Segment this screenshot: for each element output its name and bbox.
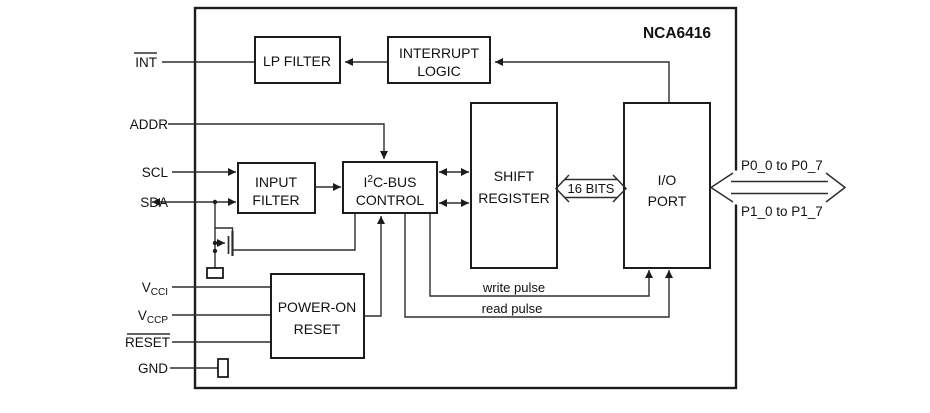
read-pulse-label: read pulse xyxy=(482,301,543,316)
port-bus-arrow xyxy=(709,170,847,205)
mosfet-termination-resistor xyxy=(206,267,224,279)
port-chevron-right xyxy=(825,172,847,203)
wire-read-pulse xyxy=(404,213,673,318)
i2c-bus-control-label-2: CONTROL xyxy=(356,192,425,208)
pin-labels: INT ADDR SCL SDA VCCI VCCP RESET GND xyxy=(125,52,170,376)
pin-label-addr: ADDR xyxy=(130,117,169,132)
port-label-p0: P0_0 to P0_7 xyxy=(741,158,823,173)
io-port-label-1: I/O xyxy=(658,172,677,188)
shift-register-label-1: SHIFT xyxy=(494,168,535,184)
input-filter-label-2: FILTER xyxy=(252,192,299,208)
lp-filter-label: LP FILTER xyxy=(263,53,331,69)
pin-label-gnd: GND xyxy=(138,361,168,376)
shift-register-box xyxy=(470,102,558,269)
pin-label-vcci: VCCI xyxy=(142,280,168,298)
power-on-reset-label-2: RESET xyxy=(294,321,341,337)
power-on-reset-label-1: POWER-ON xyxy=(278,299,357,315)
io-port-label-2: PORT xyxy=(648,193,687,209)
pin-label-int: INT xyxy=(135,55,157,70)
wire-write-pulse xyxy=(429,213,653,297)
wire-addr xyxy=(168,123,388,159)
i2c-bus-control-label-1: I2C-BUS xyxy=(363,174,416,190)
interrupt-logic-box xyxy=(387,36,491,84)
pin-label-sda: SDA xyxy=(140,195,168,210)
input-filter-box xyxy=(237,162,316,214)
wires xyxy=(152,58,673,369)
port-chevron-left xyxy=(709,172,734,203)
pin-label-scl: SCL xyxy=(142,165,169,180)
bus-width-label: 16 BITS xyxy=(568,181,615,196)
bus-chevron-left xyxy=(554,174,570,203)
bus-16bits-arrow: 16 BITS xyxy=(554,174,628,203)
pin-label-vccp: VCCP xyxy=(138,308,168,326)
signal-labels: write pulse read pulse xyxy=(482,280,545,316)
interrupt-logic-label-1: INTERRUPT xyxy=(399,45,480,61)
shift-register-label-2: REGISTER xyxy=(478,190,550,206)
chip-title: NCA6416 xyxy=(643,25,711,42)
wire-mosfet-to-i2c xyxy=(233,213,356,251)
interrupt-logic-label-2: LOGIC xyxy=(417,63,461,79)
port-labels: P0_0 to P0_7 P1_0 to P1_7 xyxy=(741,158,823,219)
lp-filter-box xyxy=(254,36,341,84)
functional-blocks: LP FILTER INTERRUPT LOGIC INPUT FILTER I… xyxy=(237,36,711,359)
gnd-termination xyxy=(217,358,229,378)
pin-label-reset: RESET xyxy=(125,335,170,350)
wire-por-to-i2c xyxy=(364,216,385,317)
junction-dot-gate xyxy=(212,240,218,246)
bus-chevron-right xyxy=(612,174,628,203)
input-filter-label-1: INPUT xyxy=(255,174,297,190)
wire-ioport-to-intlogic xyxy=(495,58,670,103)
mosfet-drain-wire xyxy=(215,227,234,232)
junction-dot-source xyxy=(212,248,218,254)
sda-mosfet xyxy=(206,199,234,279)
border-gap xyxy=(731,170,739,205)
power-on-reset-box xyxy=(270,273,365,359)
i2c-bus-control-box xyxy=(342,161,438,214)
port-label-p1: P1_0 to P1_7 xyxy=(741,204,823,219)
io-port-box xyxy=(623,102,711,269)
junction-dot-sda xyxy=(212,199,218,205)
write-pulse-label: write pulse xyxy=(482,280,545,295)
